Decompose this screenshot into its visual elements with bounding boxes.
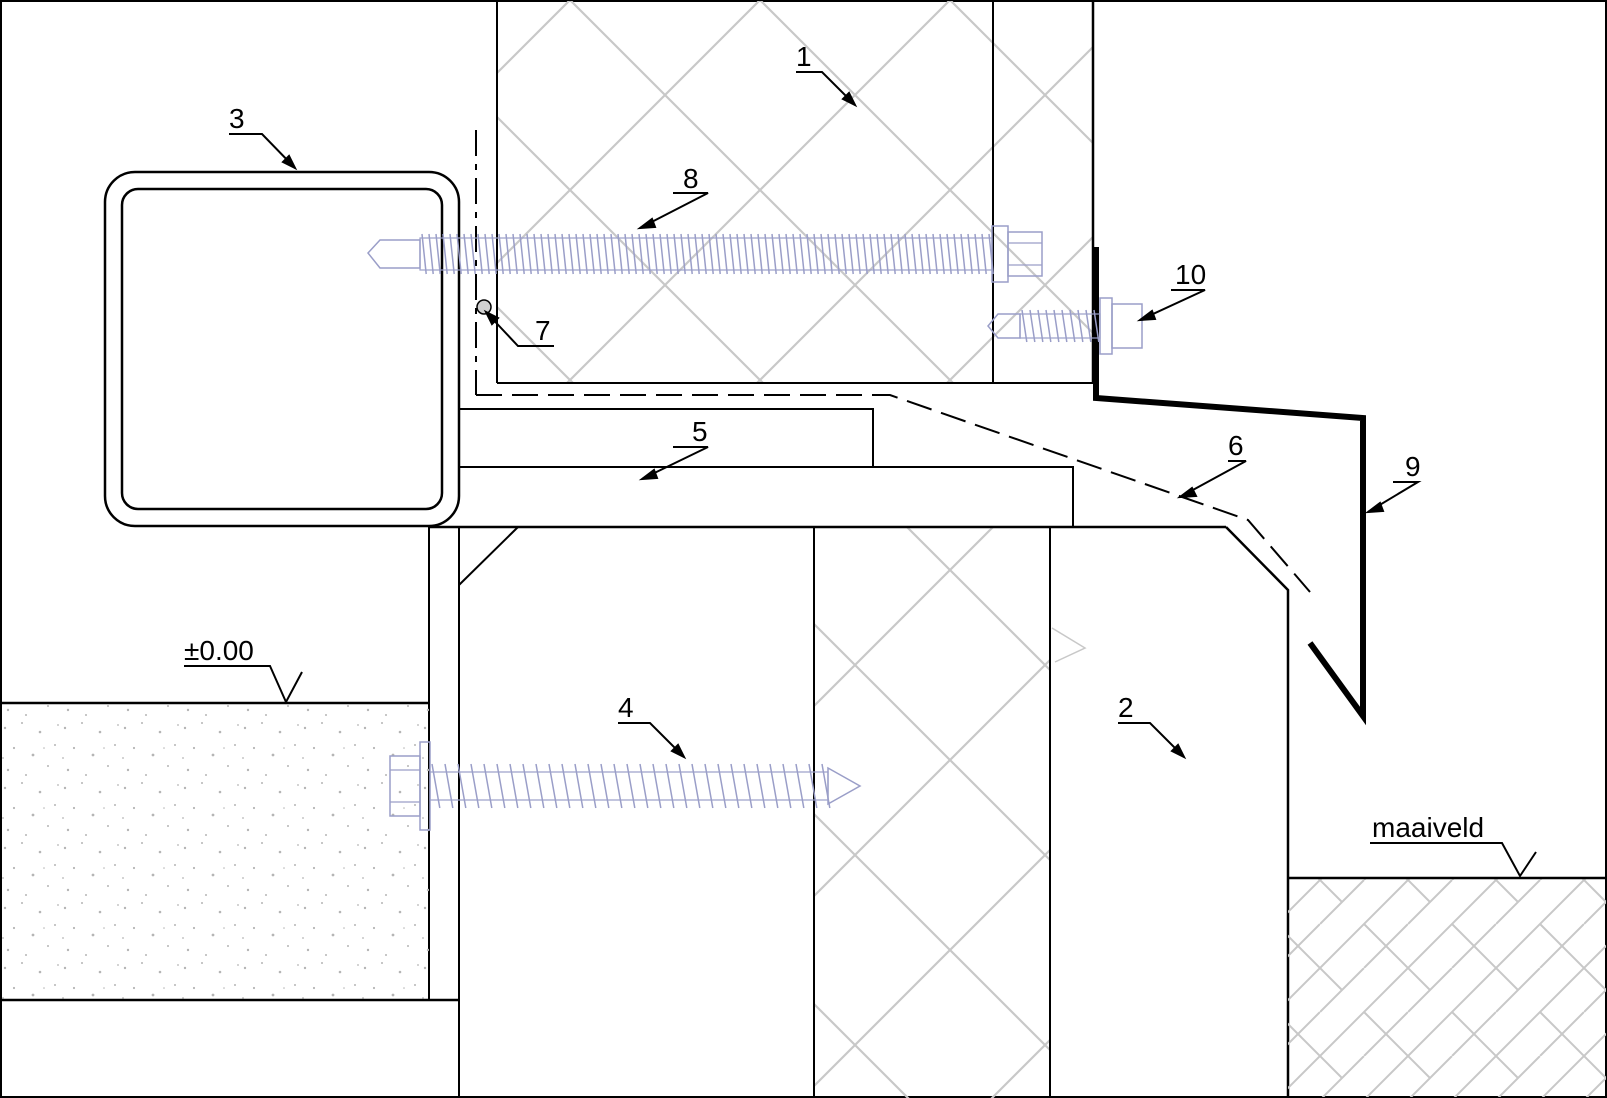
- soil: [1288, 876, 1606, 1097]
- foundation-beam: [429, 525, 1290, 1098]
- label-7: 7: [535, 315, 551, 346]
- steel-tube-profile: [103, 170, 461, 528]
- sill-plates: [459, 408, 1074, 527]
- wall-panel-upper: [496, 1, 1095, 384]
- label-6: 6: [1228, 430, 1244, 461]
- label-ground-level: maaiveld: [1372, 812, 1484, 843]
- label-4: 4: [618, 692, 634, 723]
- label-3: 3: [229, 103, 245, 134]
- sealant-point: [476, 299, 492, 315]
- label-5: 5: [692, 416, 708, 447]
- label-1: 1: [796, 41, 812, 72]
- concrete-screw: [389, 741, 862, 831]
- label-2: 2: [1118, 692, 1134, 723]
- label-9: 9: [1405, 451, 1421, 482]
- label-10: 10: [1175, 259, 1206, 290]
- long-screw: [367, 225, 1043, 283]
- leader-lines: [184, 71, 1537, 878]
- membrane-foil: [475, 130, 1311, 593]
- label-level-zero: ±0.00: [184, 635, 254, 666]
- flashing-profile: [1093, 247, 1366, 726]
- floor-slab: [1, 701, 459, 1002]
- label-8: 8: [683, 163, 699, 194]
- short-screw: [987, 297, 1143, 355]
